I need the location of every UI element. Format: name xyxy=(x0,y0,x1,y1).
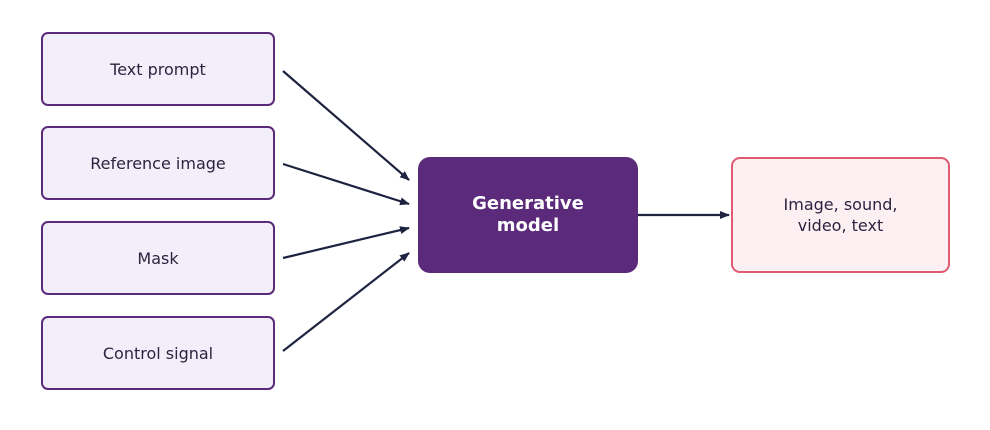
edge-control-signal-to-model xyxy=(282,252,410,352)
output-node: Image, sound, video, text xyxy=(731,157,950,273)
input-node-control-signal: Control signal xyxy=(41,316,275,390)
node-label: Mask xyxy=(137,248,179,268)
edge-reference-image-to-model xyxy=(282,162,410,206)
node-label: Control signal xyxy=(102,343,214,363)
edge-mask-to-model xyxy=(282,226,410,260)
model-label: Generative model xyxy=(472,193,584,236)
model-node: Generative model xyxy=(418,157,638,273)
output-label: Image, sound, video, text xyxy=(783,195,898,235)
input-node-mask: Mask xyxy=(41,221,275,295)
node-label: Text prompt xyxy=(110,59,206,79)
input-node-text-prompt: Text prompt xyxy=(41,32,275,106)
node-label: Reference image xyxy=(90,153,226,173)
input-node-reference-image: Reference image xyxy=(41,126,275,200)
edge-text-prompt-to-model xyxy=(282,70,410,181)
